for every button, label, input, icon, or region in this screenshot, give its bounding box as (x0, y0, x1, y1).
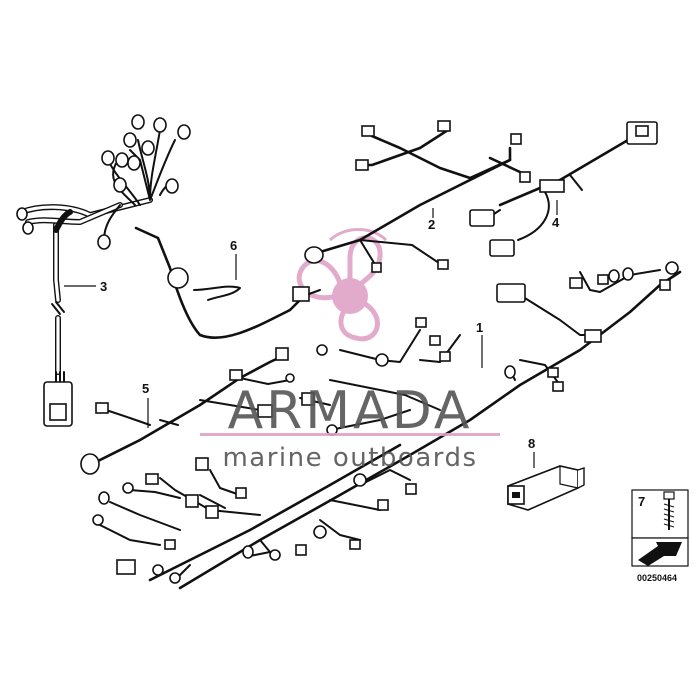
callout-6: 6 (230, 238, 237, 280)
armada-propeller-logo (296, 228, 388, 342)
part-3-wiring-harness (16, 114, 191, 427)
part-2-main-harness (304, 120, 531, 273)
svg-text:3: 3 (100, 279, 107, 294)
svg-text:1: 1 (476, 320, 483, 335)
svg-text:2: 2 (428, 217, 435, 232)
part-5-connector-lead (80, 347, 295, 475)
arrow-icon (638, 542, 682, 566)
callout-2: 2 (428, 208, 435, 232)
part-8-connector-plug (507, 465, 585, 511)
part-4-adapter-lead (469, 121, 658, 257)
reference-number: 00250464 (637, 573, 677, 583)
svg-text:7: 7 (638, 494, 645, 509)
watermark-tagline: marine outboards (222, 443, 477, 473)
callout-4: 4 (552, 200, 560, 230)
armada-watermark: ARMADA marine outboards (200, 381, 500, 473)
catalog-arrow-box (631, 537, 689, 567)
callout-5: 5 (142, 381, 149, 428)
callout-8: 8 (528, 436, 535, 468)
part-1-engine-harness (92, 261, 682, 590)
part-7-screw-box: 7 (631, 489, 689, 539)
callout-1: 1 (476, 320, 483, 368)
svg-text:8: 8 (528, 436, 535, 451)
svg-text:5: 5 (142, 381, 149, 396)
svg-text:4: 4 (552, 215, 560, 230)
part-6-sensor-cable (134, 226, 321, 339)
watermark-brand: ARMADA (228, 381, 473, 441)
screw-icon (663, 491, 675, 530)
callout-3: 3 (64, 279, 107, 294)
svg-text:6: 6 (230, 238, 237, 253)
